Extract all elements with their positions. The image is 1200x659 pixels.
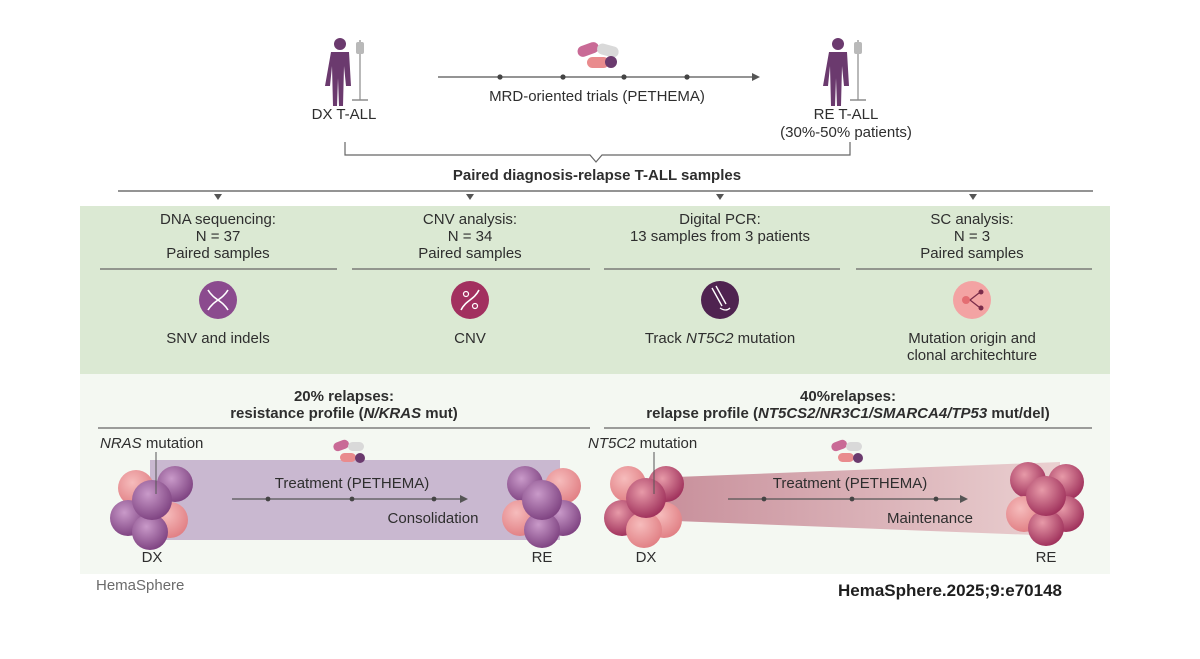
pills-icon-right	[831, 439, 863, 463]
right-mutation-label: NT5C2 mutation	[588, 435, 698, 452]
right-re-label: RE	[1035, 549, 1057, 566]
right-phase-label: Maintenance	[887, 510, 973, 527]
analysis-4-line3: Paired samples	[920, 245, 1024, 262]
analysis-2-line2: N = 34	[447, 228, 493, 245]
analysis-4-line2: N = 3	[953, 228, 991, 245]
analysis-2-line3: Paired samples	[418, 245, 522, 262]
left-phase-label: Consolidation	[387, 510, 479, 527]
left-panel-subtitle: resistance profile (N/KRAS mut)	[230, 405, 458, 422]
pills-icon	[577, 42, 619, 68]
analysis-4-line1: SC analysis:	[930, 211, 1014, 228]
right-treatment-label: Treatment (PETHEMA)	[772, 475, 928, 492]
left-dx-label: DX	[141, 549, 163, 566]
analysis-3-line2: 13 samples from 3 patients	[629, 228, 811, 245]
right-dx-label: DX	[635, 549, 657, 566]
journal-brand: HemaSphere	[96, 577, 185, 594]
pipette-icon	[701, 281, 739, 319]
analysis-3-result: Track NT5C2 mutation	[644, 330, 796, 347]
left-treatment-band	[150, 460, 560, 540]
trial-label: MRD-oriented trials (PETHEMA)	[489, 88, 705, 105]
left-dx-cell-cluster	[110, 466, 193, 550]
re-patient-icon	[823, 38, 866, 106]
analysis-2-result: CNV	[454, 330, 486, 347]
analysis-3-line1: Digital PCR:	[679, 211, 761, 228]
dna-icon	[199, 281, 237, 319]
analysis-1-line1: DNA sequencing:	[160, 211, 276, 228]
cell-tree-icon	[953, 281, 991, 319]
paired-samples-title: Paired diagnosis-relapse T-ALL samples	[452, 167, 742, 184]
analysis-1-line2: N = 37	[195, 228, 241, 245]
dna-scissor-icon	[451, 281, 489, 319]
analysis-4-result-line2: clonal architechture	[906, 347, 1038, 364]
right-panel-title: 40%relapses:	[800, 388, 896, 405]
analysis-band	[80, 206, 1110, 374]
left-re-label: RE	[531, 549, 553, 566]
citation: HemaSphere.2025;9:e70148	[838, 581, 1062, 600]
re-tall-label: RE T-ALL	[813, 106, 879, 123]
left-treatment-label: Treatment (PETHEMA)	[274, 475, 430, 492]
analysis-1-line3: Paired samples	[166, 245, 270, 262]
dx-patient-icon	[325, 38, 368, 106]
re-tall-sublabel: (30%-50% patients)	[780, 124, 912, 141]
left-mutation-label: NRAS mutation	[100, 435, 204, 452]
right-panel-subtitle: relapse profile (NT5CS2/NR3C1/SMARCA4/TP…	[646, 405, 1050, 422]
dx-tall-label: DX T-ALL	[311, 106, 377, 123]
analysis-1-result: SNV and indels	[166, 330, 270, 347]
pills-icon-left	[333, 439, 365, 463]
left-re-cell-cluster	[502, 466, 581, 548]
analysis-2-line1: CNV analysis:	[422, 211, 518, 228]
right-dx-cell-cluster	[604, 466, 684, 548]
right-re-cell-cluster	[1006, 462, 1084, 546]
analysis-4-result: Mutation origin and	[908, 330, 1036, 347]
left-panel-title: 20% relapses:	[293, 388, 395, 405]
